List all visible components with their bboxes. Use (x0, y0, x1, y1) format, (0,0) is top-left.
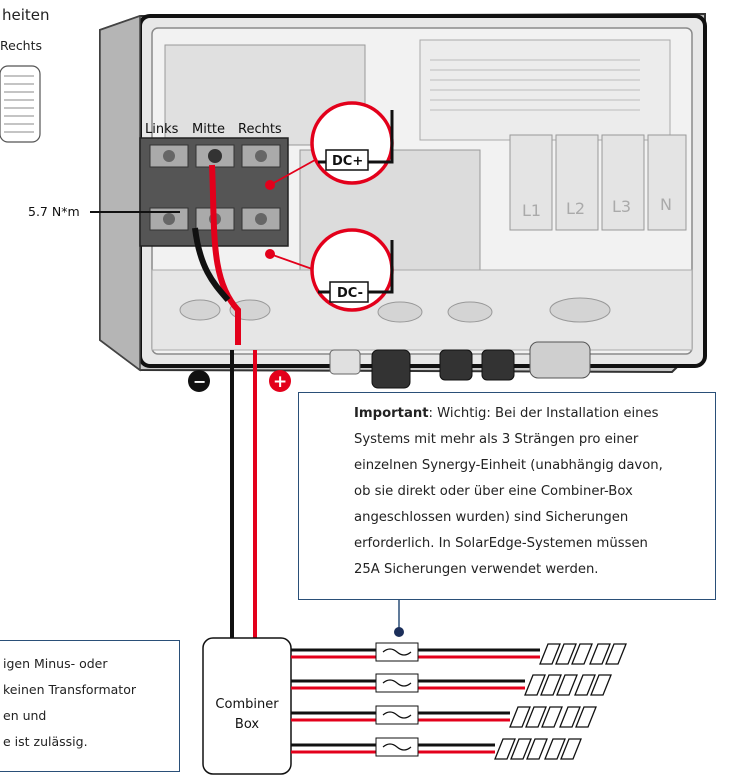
left-note-line-4: e ist zulässig. (3, 734, 88, 749)
dc-plus-internal-wire (209, 164, 241, 345)
combiner-box-label-line1: Combiner (215, 697, 279, 712)
plus-symbol: + (273, 372, 287, 392)
dc-plus-callout: DC+ (265, 101, 394, 190)
partial-label-rechts: Rechts (0, 38, 42, 53)
important-note-line-5: angeschlossen wurden) sind Sicherungen (354, 510, 629, 525)
left-note-line-3: en und (3, 708, 47, 723)
string-row-1 (291, 642, 540, 662)
phase-label-n: N (660, 195, 672, 214)
label-mitte: Mitte (192, 122, 225, 137)
note-pointer-dot (394, 627, 404, 637)
pv-modules (494, 643, 627, 760)
string-row-2 (291, 673, 525, 693)
important-note-line-3: einzelnen Synergy-Einheit (unabhängig da… (354, 458, 663, 473)
phase-label-l2: L2 (566, 199, 585, 218)
combiner-box-label-line2: Box (235, 717, 259, 732)
important-note-prefix: Important (354, 406, 429, 421)
cable-glands (329, 341, 591, 389)
combiner-box (202, 637, 292, 775)
phase-label-l1: L1 (522, 201, 541, 220)
partial-title: heiten (2, 6, 50, 24)
dc-minus-label: DC- (337, 286, 363, 301)
minus-marker-icon (188, 370, 210, 392)
torque-value: 5.7 N*m (28, 204, 80, 219)
important-note-box: Important: Wichtig: Bei der Installation… (298, 392, 716, 600)
important-note-line-7: 25A Sicherungen verwendet werden. (354, 562, 599, 577)
important-note-line-1: Important: Wichtig: Bei der Installation… (354, 401, 663, 427)
dc-minus-callout: DC- (265, 228, 394, 312)
string-row-4 (291, 737, 495, 757)
partial-terminal-icon (0, 65, 41, 143)
dc-plus-label: DC+ (332, 154, 363, 169)
string-row-3 (291, 705, 510, 725)
left-note-box: igen Minus- oder keinen Transformator en… (0, 640, 180, 772)
dc-minus-internal-wire (192, 227, 231, 302)
plus-marker-icon (269, 370, 291, 392)
minus-symbol: − (193, 372, 206, 391)
label-links: Links (145, 122, 179, 137)
important-note-line-4: ob sie direkt oder über eine Combiner-Bo… (354, 484, 633, 499)
left-note-line-1: igen Minus- oder (3, 656, 108, 671)
important-note-line-6: erforderlich. In SolarEdge-Systemen müss… (354, 536, 648, 551)
phase-label-l3: L3 (612, 197, 631, 216)
left-note-line-2: keinen Transformator (3, 682, 136, 697)
important-note-line-2: Systems mit mehr als 3 Strängen pro eine… (354, 432, 639, 447)
label-rechts: Rechts (238, 122, 282, 137)
important-note-text-1: : Wichtig: Bei der Installation eines (428, 406, 659, 421)
